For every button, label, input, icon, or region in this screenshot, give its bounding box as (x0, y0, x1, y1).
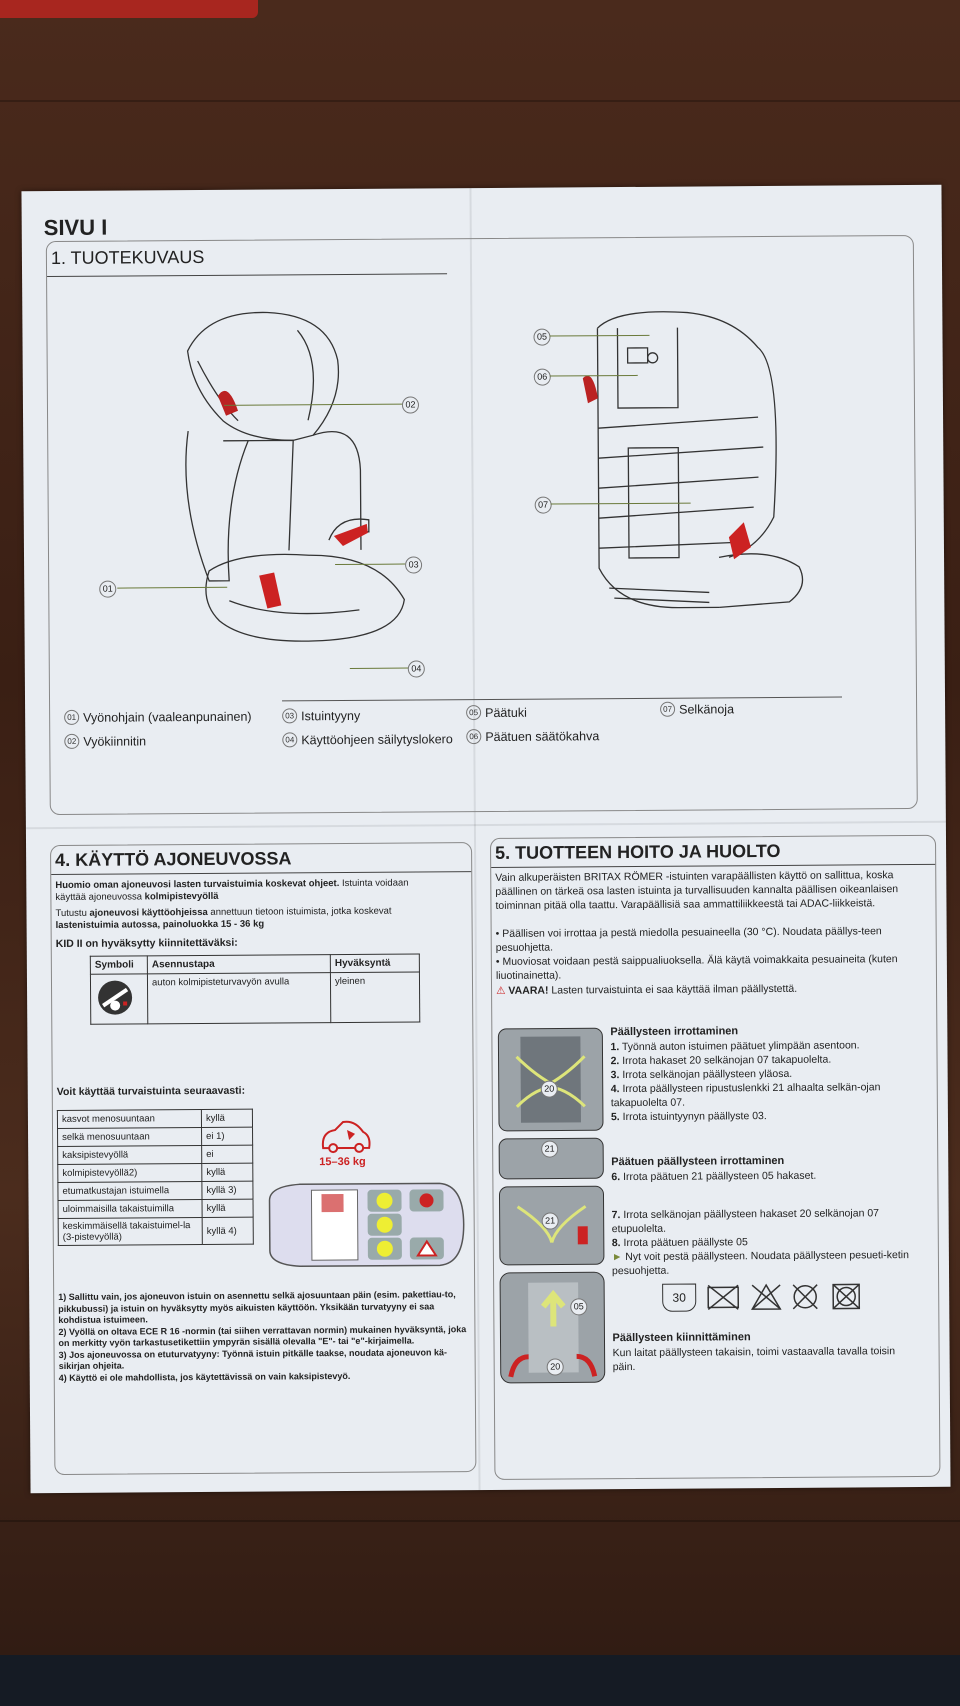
figure-label: 20 (540, 1080, 558, 1098)
table-cell: auton kolmipisteturvavyön avulla (147, 972, 331, 1024)
wood-grain (0, 1520, 960, 1522)
figure-label: 21 (541, 1140, 559, 1158)
table-cell: selkä menosuuntaan (57, 1127, 202, 1147)
product-description-panel: 1. TUOTEKUVAUS 02 03 01 04 (45, 234, 918, 816)
table-cell: ei (201, 1145, 253, 1164)
callout-07: 07 (534, 496, 552, 514)
section1-title: 1. TUOTEKUVAUS (50, 246, 205, 269)
headrest-steps: 7. Irrota selkänojan päällysteen hakaset… (612, 1206, 912, 1278)
list-item: 5. Irrota istuintyynyn päällyste 03. (610, 1110, 767, 1124)
wash-30-icon: 30 (662, 1283, 697, 1312)
callout-line (349, 667, 410, 669)
table-header: Symboli (90, 955, 148, 975)
table-header: Asennustapa (147, 954, 331, 974)
table-cell: kaksipistevyöllä (57, 1145, 202, 1165)
no-bleach-icon (707, 1284, 740, 1311)
manual-sheet: SIVU I 1. TUOTEKUVAUS 02 03 01 (21, 184, 951, 1494)
three-point-belt-symbol (90, 973, 148, 1025)
booster-seat-back-illustration (582, 311, 804, 609)
callout-05: 05 (533, 328, 551, 346)
horizontal-fold (25, 820, 946, 830)
footnote: 3) Jos ajoneuvossa on etuturvatyyny: Työ… (58, 1346, 448, 1371)
table-cell: kasvot menosuuntaan (57, 1109, 202, 1129)
usage-in-vehicle-panel: 4. KÄYTTÖ AJONEUVOSSA Huomio oman ajoneu… (50, 842, 477, 1476)
callout-02: 02 (401, 396, 420, 414)
figure-label: 21 (541, 1212, 559, 1230)
callout-06: 06 (533, 368, 551, 386)
callout-03: 03 (405, 556, 423, 574)
table-cell: yleinen (330, 971, 420, 1023)
figure-label: 20 (546, 1358, 564, 1376)
intro-paragraph: Huomio oman ajoneuvosi lasten turvaistui… (55, 877, 409, 904)
section5-title: 5. TUOTTEEN HOITO JA HUOLTO (495, 840, 781, 863)
list-item: 7. Irrota selkänojan päällysteen hakaset… (611, 1207, 880, 1236)
approval-table: Symboli Asennustapa Hyväksyntä auton kol… (90, 953, 420, 1025)
list-item: • Päällisen voi irrottaa ja pestä miedol… (495, 925, 882, 954)
headrest-heading: Päätuen päällysteen irrottaminen (611, 1154, 785, 1169)
table-cell: kyllä 4) (202, 1217, 254, 1245)
no-iron-icon (750, 1283, 782, 1310)
table-header: Hyväksyntä (330, 953, 420, 973)
remove-heading: Päällysteen irrottaminen (610, 1025, 739, 1039)
table-cell: keskimmäisellä takaistuimel-la (3-pistev… (58, 1217, 203, 1246)
list-item: • Muoviosat voidaan pestä saippualiuokse… (495, 953, 898, 982)
booster-seat-front-illustration (185, 311, 406, 642)
footnote: 4) Käyttö ei ole mahdollista, jos käytet… (58, 1370, 351, 1383)
callout-01: 01 (99, 580, 117, 598)
weight-range: 15–36 kg (319, 1155, 366, 1169)
attach-heading: Päällysteen kiinnittäminen (612, 1331, 751, 1345)
table-cell: kyllä (202, 1199, 254, 1218)
approval-heading: KID II on hyväksytty kiinnitettäväksi: (55, 936, 238, 951)
floor-background (0, 1655, 960, 1706)
page-label: SIVU I (43, 214, 108, 241)
care-intro: Vain alkuperäisten BRITAX RÖMER -istuint… (495, 869, 899, 912)
care-bullets: • Päällisen voi irrottaa ja pestä miedol… (496, 924, 916, 983)
table-row: kolmipistevyöllä2)kyllä (57, 1163, 253, 1183)
legend-divider (282, 696, 843, 702)
section4-title: 4. KÄYTTÖ AJONEUVOSSA (55, 848, 292, 871)
table-cell: kolmipistevyöllä2) (57, 1163, 202, 1183)
attach-text: Kun laitat päällysteen takaisin, toimi v… (612, 1345, 896, 1374)
car-seat-weight-icon (321, 1120, 371, 1154)
table-cell: etumatkustajan istuimella (57, 1181, 203, 1201)
no-dryclean-icon (792, 1284, 818, 1310)
list-item: ► Nyt voit pestä päällysteen. Noudata pä… (611, 1249, 909, 1278)
table-cell: ei 1) (201, 1127, 253, 1146)
table-cell: kyllä (201, 1163, 253, 1182)
remove-steps: 1. Työnnä auton istuimen päätuet ylimpää… (610, 1038, 911, 1124)
wood-grain (0, 100, 960, 102)
table-cell: kyllä (201, 1109, 253, 1128)
car-top-view-illustration (268, 1182, 465, 1268)
callout-04: 04 (407, 660, 425, 678)
footnote: 1) Sallittu vain, jos ajoneuvon istuin o… (58, 1289, 456, 1325)
list-item: 4. Irrota päällysteen ripustuslenkki 21 … (610, 1081, 881, 1110)
footnotes: 1) Sallittu vain, jos ajoneuvon istuin o… (58, 1289, 467, 1384)
use-heading: Voit käyttää turvaistuinta seuraavasti: (56, 1084, 246, 1099)
care-maintenance-panel: 5. TUOTTEEN HOITO JA HUOLTO Vain alkuper… (489, 834, 941, 1480)
red-book-edge (0, 0, 258, 18)
headrest-step-6: 6. Irrota päätuen 21 päällysteen 05 haka… (611, 1169, 817, 1184)
table-cell: uloimmaisilla takaistuimilla (58, 1199, 203, 1219)
figure-label: 05 (570, 1298, 588, 1316)
no-tumble-dry-icon (832, 1283, 861, 1310)
guidance-paragraph: Tutustu ajoneuvosi käyttöohjeissa annett… (55, 905, 392, 932)
table-row: keskimmäisellä takaistuimel-la (3-pistev… (58, 1217, 254, 1246)
table-cell: kyllä 3) (201, 1181, 254, 1200)
footnote: 2) Vyöllä on oltava ECE R 16 -normin (ta… (58, 1323, 467, 1348)
warning-line: ⚠ VAARA! Lasten turvaistuinta ei saa käy… (496, 982, 798, 997)
warning-icon: ⚠ (496, 984, 506, 997)
